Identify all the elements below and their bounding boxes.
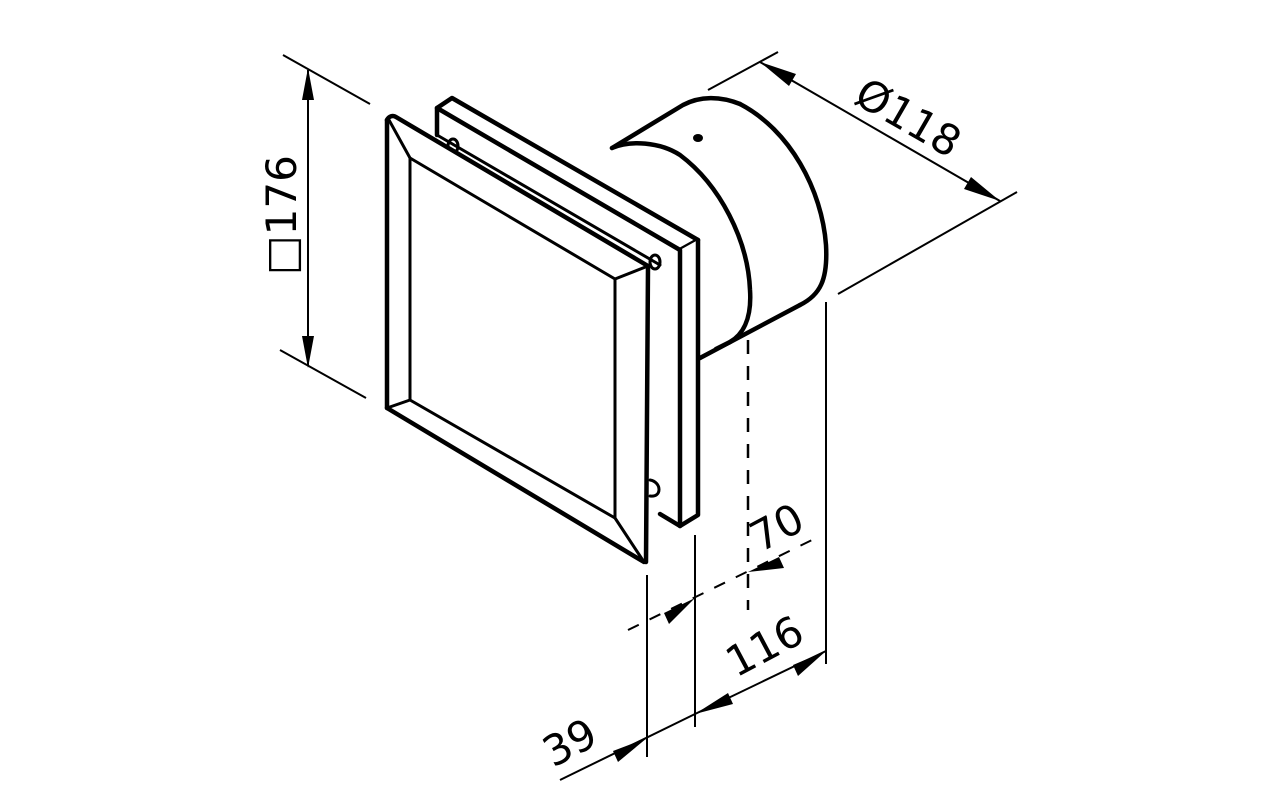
dimension-cover-square: □176 [257,54,371,399]
dimension-depth-116: 116 [694,606,827,715]
dimension-label-118: Ø118 [847,68,970,167]
depth-extension-lines [646,302,827,757]
round-spigot [585,95,829,361]
front-cover [384,113,651,565]
screw-hole-icon [693,134,703,142]
mounting-plate [434,95,701,529]
dimension-label-176: □176 [257,155,306,275]
dimension-label-39: 39 [535,708,605,776]
dimension-label-70: 70 [742,493,812,561]
dimension-depth-39: 39 [535,708,696,781]
